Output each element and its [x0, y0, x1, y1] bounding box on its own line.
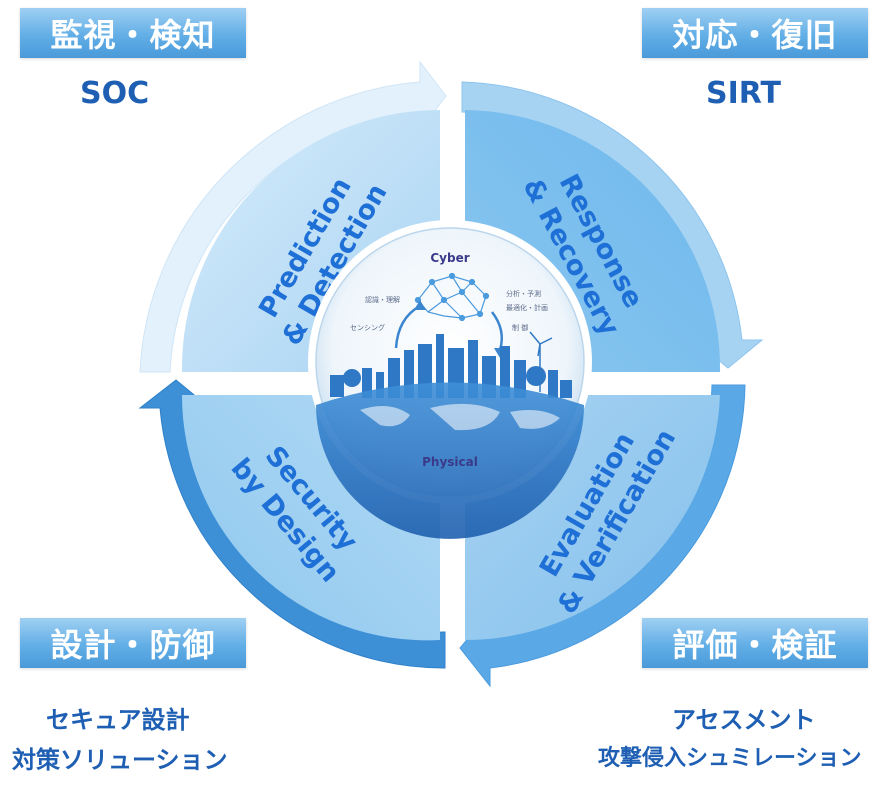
corner-label-top-left: 監視・検知 — [20, 8, 246, 58]
annotation-sensing: センシング — [350, 323, 385, 332]
annotation-optimize: 最適化・計画 — [506, 303, 548, 312]
center-physical-label: Physical — [422, 455, 478, 469]
annotation-control: 制 御 — [512, 323, 528, 332]
arrow-top-left — [139, 60, 447, 373]
corner-title-top-left: 監視・検知 — [50, 16, 216, 54]
corner-sub-bottom-right-2: 攻撃侵入シュミレーション — [598, 746, 862, 771]
center-cyber-label: Cyber — [430, 251, 469, 265]
corner-sub-bottom-left-1: セキュア設計 — [46, 706, 190, 734]
wind-turbine-icon — [529, 331, 553, 392]
corner-label-bottom-left: 設計・防御 — [20, 618, 246, 668]
corner-sub-top-left: SOC — [80, 76, 150, 111]
corner-label-top-right: 対応・復旧 — [642, 8, 868, 58]
corner-title-bottom-right: 評価・検証 — [672, 626, 838, 664]
corner-title-bottom-left: 設計・防御 — [50, 626, 216, 664]
annotation-analyze: 分析・予測 — [506, 289, 541, 298]
corner-sub-bottom-left-2: 対策ソリューション — [12, 746, 228, 774]
brain-network-icon — [414, 272, 490, 322]
corner-sub-bottom-right-1: アセスメント — [672, 706, 816, 734]
corner-label-bottom-right: 評価・検証 — [642, 618, 868, 668]
corner-title-top-right: 対応・復旧 — [672, 16, 838, 54]
corner-sub-top-right: SIRT — [706, 76, 781, 111]
annotation-recognize: 認識・理解 — [365, 295, 400, 304]
